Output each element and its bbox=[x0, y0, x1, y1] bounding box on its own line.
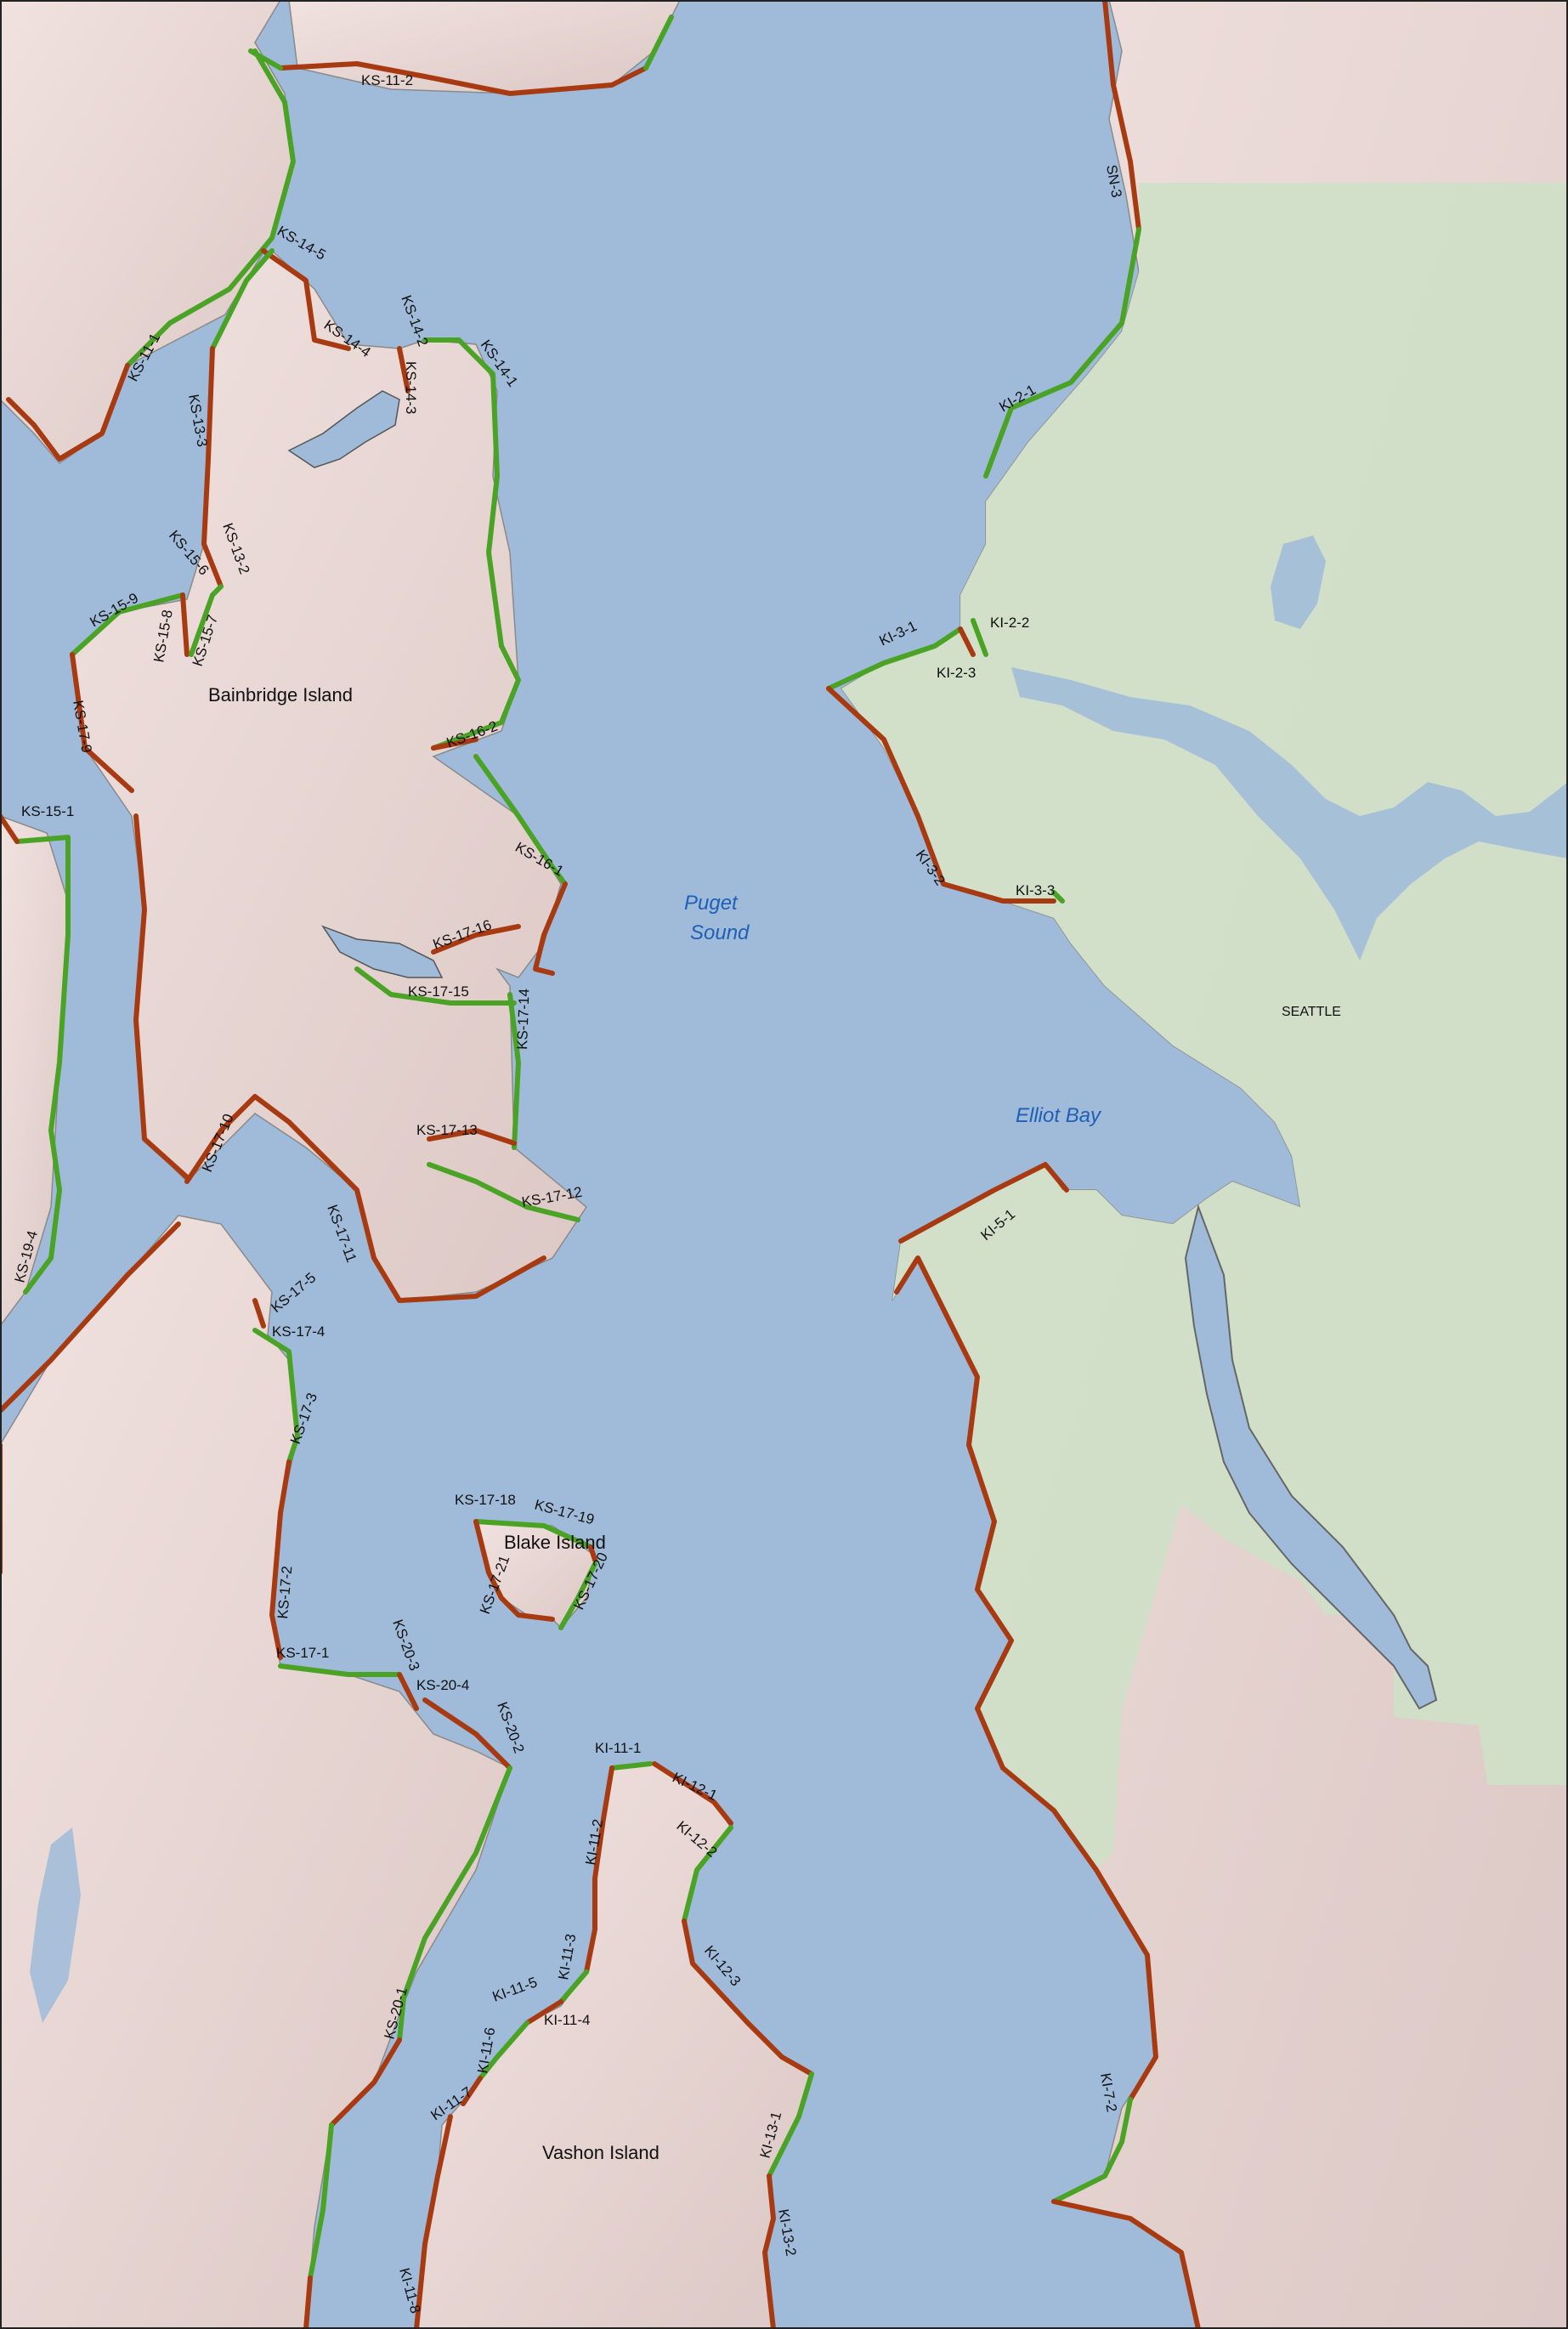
segment-line bbox=[427, 1162, 580, 1222]
segment-label: KI-2-2 bbox=[990, 615, 1029, 631]
segment-line bbox=[0, 813, 20, 844]
segment-line bbox=[70, 652, 134, 793]
segment-line bbox=[252, 1298, 266, 1329]
segment-label: KI-11-4 bbox=[544, 2012, 591, 2028]
segment-line bbox=[427, 1128, 517, 1146]
segment-label: KS-17-14 bbox=[514, 989, 532, 1050]
segment-label: KI-3-3 bbox=[1016, 882, 1055, 898]
segment-label: KS-11-2 bbox=[361, 72, 413, 88]
segment-line bbox=[308, 2122, 334, 2281]
segment-label: KI-2-3 bbox=[937, 665, 976, 681]
segment-line bbox=[682, 1918, 814, 2077]
segment-line bbox=[826, 686, 1056, 904]
segment-line bbox=[189, 584, 224, 657]
land-kitsap-north bbox=[0, 0, 294, 465]
place-bainbridge-island: Bainbridge Island bbox=[208, 684, 353, 706]
water-puget-sound-line1: Puget bbox=[684, 892, 739, 915]
segment-line bbox=[473, 754, 568, 887]
segment-line bbox=[1051, 2199, 1201, 2329]
duwamish-waterway bbox=[1184, 1204, 1438, 1710]
segment-line bbox=[278, 61, 648, 96]
segment-line bbox=[652, 1761, 733, 1826]
place-seattle: SEATTLE bbox=[1282, 1005, 1341, 1019]
seattle-city-area bbox=[841, 183, 1568, 1870]
segment-line bbox=[431, 737, 478, 751]
segment-line bbox=[767, 2071, 814, 2179]
segment-line bbox=[682, 1825, 733, 1924]
segment-line bbox=[958, 626, 976, 657]
segment-line bbox=[588, 1544, 597, 1562]
segment-label: KS-20-4 bbox=[416, 1677, 469, 1693]
segment-line bbox=[397, 1672, 419, 1711]
segment-line bbox=[1102, 0, 1141, 232]
segment-line bbox=[6, 363, 130, 462]
place-blake-island: Blake Island bbox=[504, 1532, 606, 1553]
segment-label: KI-11-1 bbox=[595, 1740, 642, 1756]
segment-line bbox=[0, 1221, 181, 1414]
segment-line bbox=[507, 992, 521, 1150]
segment-line bbox=[1051, 2097, 1133, 2204]
segment-line bbox=[609, 1761, 653, 1771]
segment-line bbox=[329, 2037, 402, 2128]
lake-union-canal bbox=[1011, 667, 1568, 960]
west-kitsap-lake bbox=[30, 1828, 81, 2023]
segment-line bbox=[478, 2020, 529, 2081]
segment-line bbox=[524, 1999, 563, 2026]
segment-line bbox=[898, 1162, 1069, 1244]
segment-line bbox=[125, 48, 296, 368]
segment-line bbox=[431, 337, 521, 751]
segment-line bbox=[261, 248, 351, 351]
segment-label: KS-17-4 bbox=[272, 1323, 325, 1340]
bainbridge-eagle-harbor bbox=[287, 390, 400, 468]
segment-line bbox=[303, 2275, 313, 2329]
segment-line bbox=[473, 1519, 593, 1550]
segment-line bbox=[269, 1459, 292, 1660]
segment-line bbox=[533, 881, 568, 976]
segment-line bbox=[180, 592, 190, 657]
segment-line bbox=[762, 2173, 776, 2329]
segment-line bbox=[201, 346, 224, 589]
segment-line bbox=[252, 1328, 300, 1465]
segment-line bbox=[278, 1663, 402, 1677]
segment-line bbox=[558, 1561, 597, 1630]
segment-line bbox=[983, 227, 1141, 479]
segment-label: KS-17-1 bbox=[276, 1645, 329, 1661]
segment-label: KS-17-13 bbox=[416, 1122, 478, 1138]
segment-line bbox=[397, 1765, 512, 2043]
segment-line bbox=[431, 924, 521, 955]
segment-line bbox=[558, 1969, 589, 2004]
segment-line bbox=[354, 966, 517, 1006]
segment-line bbox=[422, 1697, 512, 1771]
segment-line bbox=[1051, 890, 1065, 904]
land-kitsap-west bbox=[0, 815, 69, 1328]
segment-label: KS-14-3 bbox=[403, 361, 419, 414]
segment-line bbox=[210, 248, 275, 351]
segment-line bbox=[397, 346, 410, 394]
segment-line bbox=[971, 618, 988, 657]
segment-line bbox=[70, 592, 185, 657]
segment-line bbox=[826, 626, 963, 691]
segment-line bbox=[14, 835, 71, 1295]
segment-line bbox=[473, 1519, 555, 1622]
segment-line bbox=[133, 813, 190, 1180]
segment-label: KS-15-1 bbox=[21, 803, 74, 819]
shoreline-segments bbox=[0, 0, 1201, 2329]
segment-line bbox=[184, 1094, 546, 1303]
segment-line bbox=[643, 14, 674, 71]
segment-line bbox=[894, 1255, 1158, 2102]
green-lake bbox=[1271, 536, 1326, 629]
segment-label: KS-17-18 bbox=[455, 1492, 516, 1508]
place-vashon-island: Vashon Island bbox=[542, 2142, 659, 2163]
water-puget-sound-line2: Sound bbox=[690, 921, 750, 944]
segment-line bbox=[414, 2114, 453, 2329]
segment-label: KS-17-15 bbox=[408, 983, 469, 1000]
segment-line bbox=[584, 1765, 614, 1975]
water-elliot-bay: Elliot Bay bbox=[1016, 1104, 1102, 1127]
bainbridge-blakely-harbor bbox=[321, 925, 444, 978]
segment-line bbox=[461, 2076, 483, 2106]
